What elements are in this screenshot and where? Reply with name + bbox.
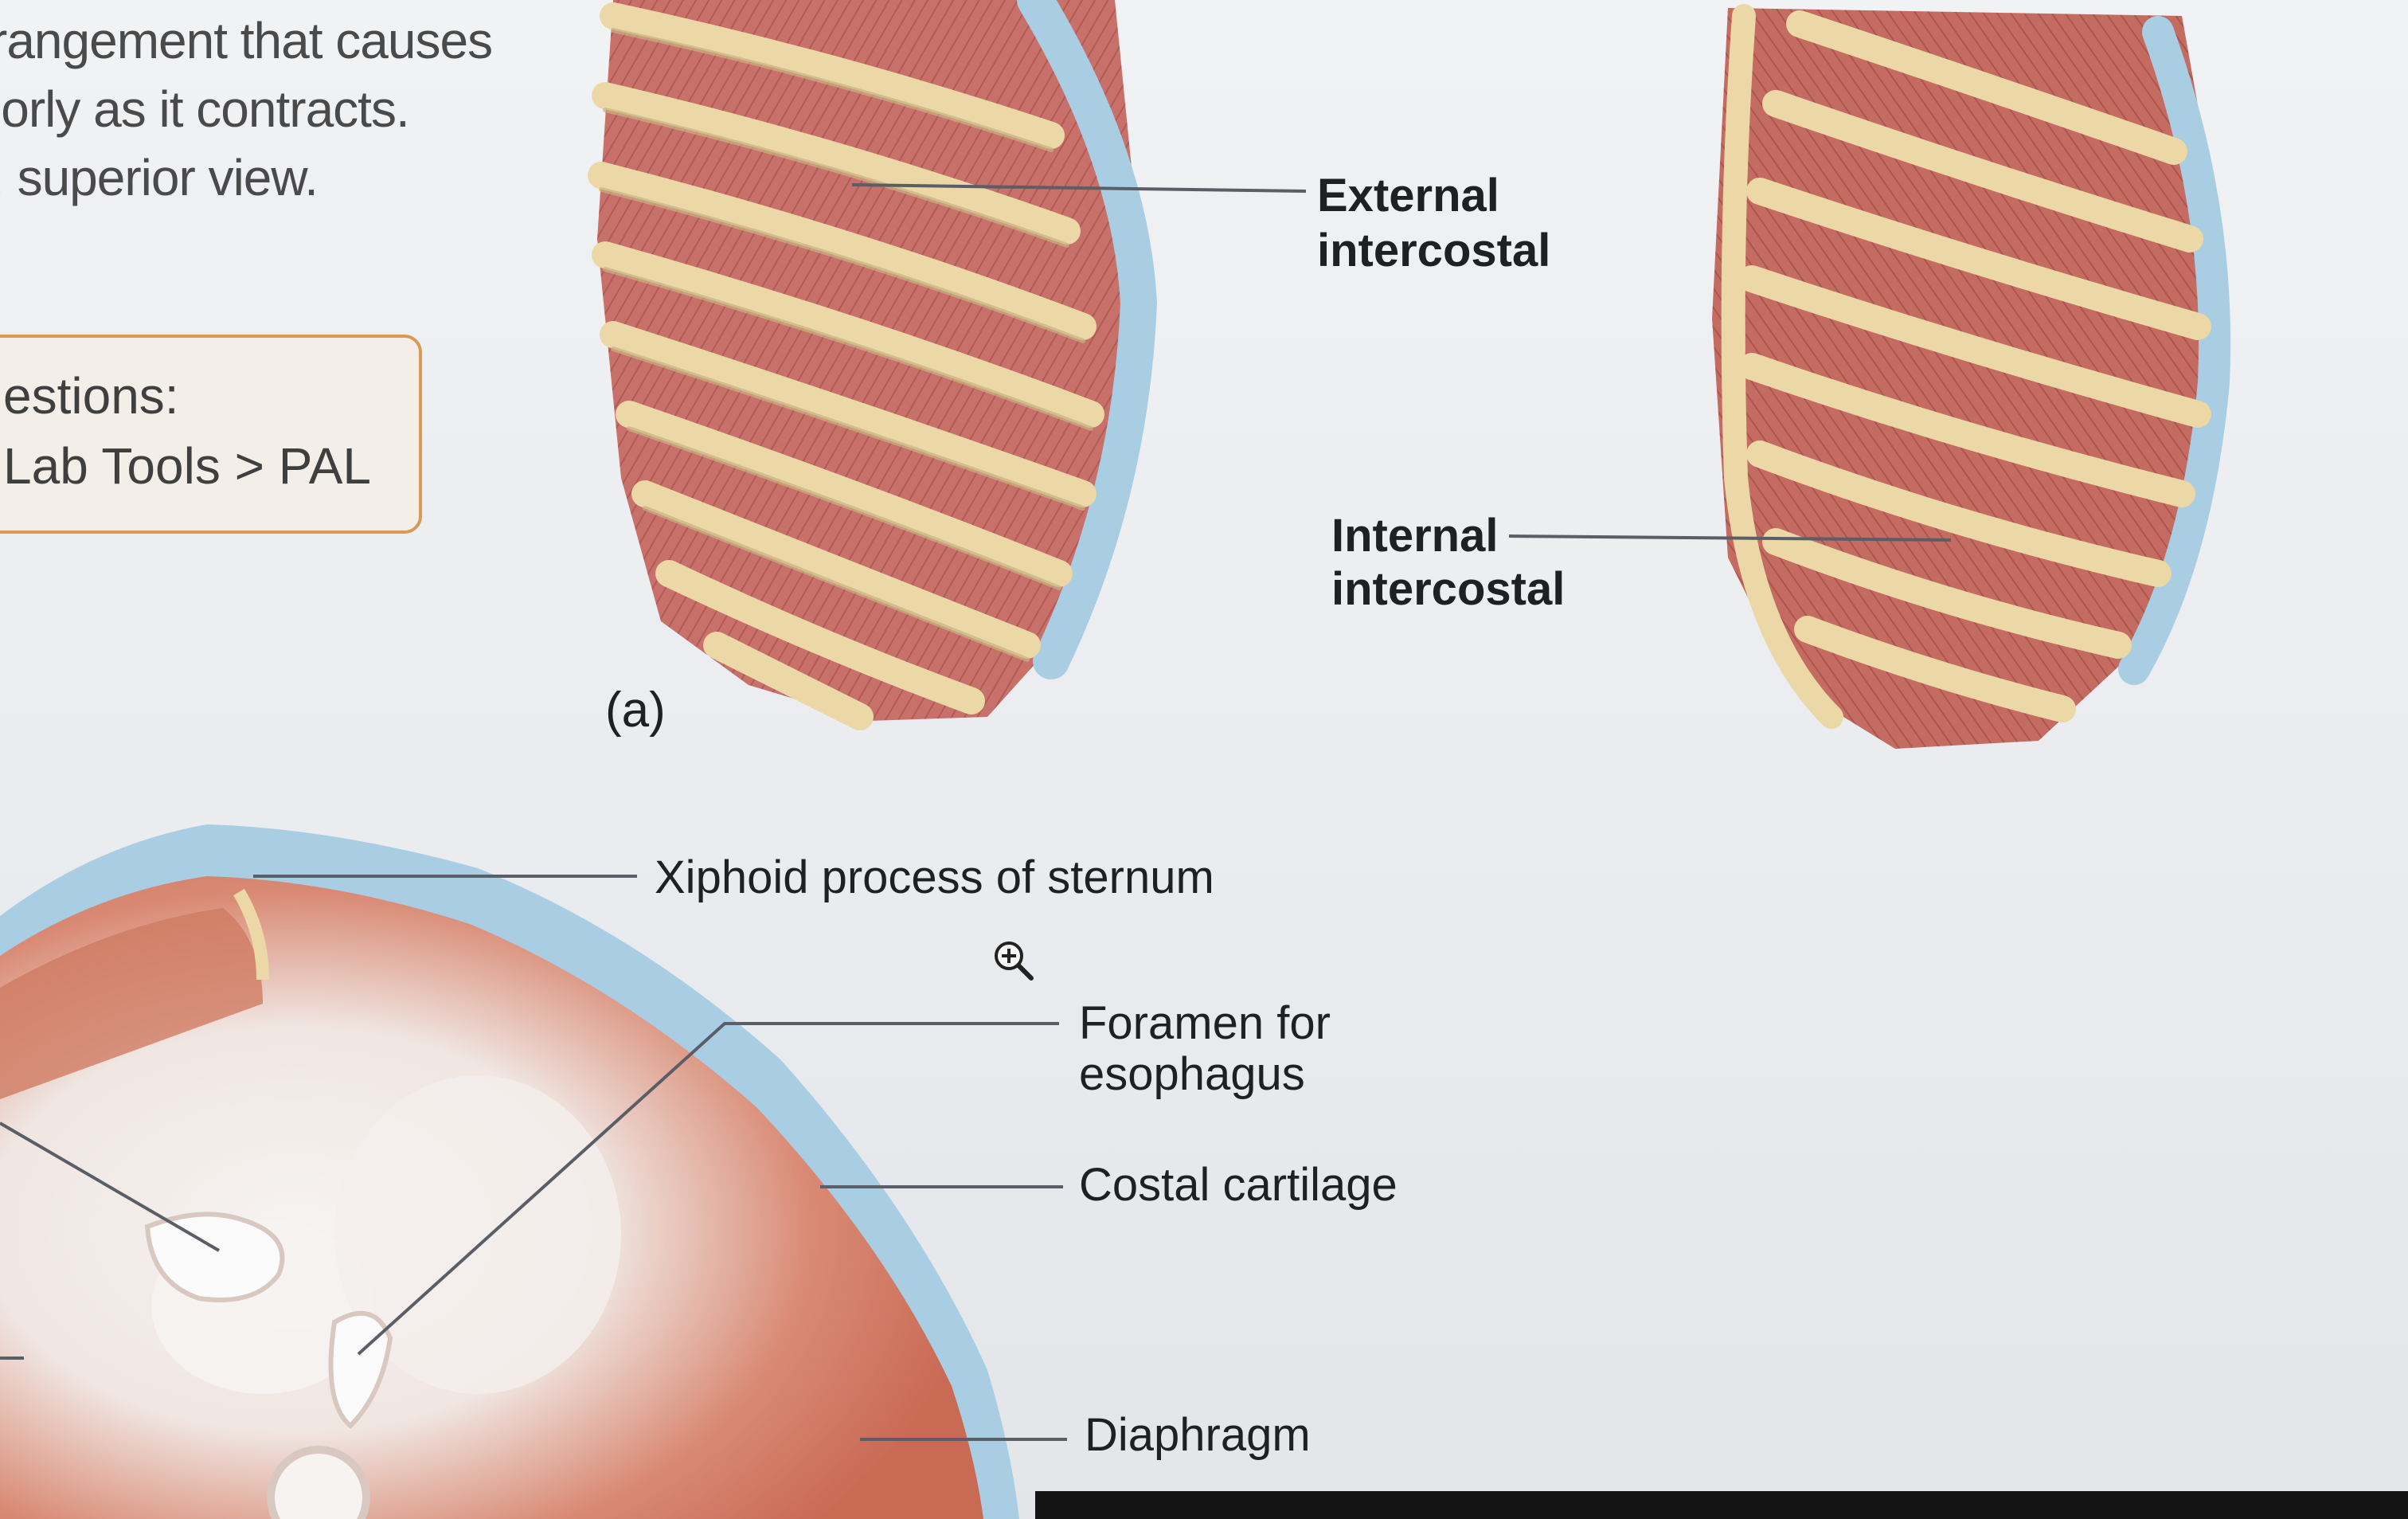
label-external-line2: intercostal bbox=[1317, 225, 1551, 276]
label-foramen-line2: esophagus bbox=[1079, 1048, 1305, 1100]
label-external-line1: External bbox=[1317, 170, 1499, 221]
label-diaphragm: Diaphragm bbox=[1085, 1409, 1311, 1461]
leader-lines bbox=[0, 183, 1952, 1441]
zoom-in-icon[interactable] bbox=[991, 938, 1036, 983]
lab-tools-link[interactable]: Lab Tools > PAL bbox=[3, 437, 371, 495]
label-costal-cartilage: Costal cartilage bbox=[1079, 1159, 1398, 1211]
label-internal-line2: intercostal bbox=[1331, 563, 1566, 615]
panel-label-a: (a) bbox=[605, 683, 666, 738]
body-text-line-3: , superior view. bbox=[0, 149, 319, 206]
label-xiphoid: Xiphoid process of sternum bbox=[655, 852, 1214, 903]
body-text-line-1: rangement that causes bbox=[0, 12, 493, 69]
rib-cage-right bbox=[1712, 4, 2231, 749]
label-foramen-line1: Foramen for bbox=[1079, 997, 1331, 1049]
rib-cage-left bbox=[588, 0, 1158, 730]
questions-callout: estions: Lab Tools > PAL bbox=[0, 335, 422, 534]
diaphragm-figure bbox=[0, 824, 1019, 1519]
callout-heading: estions: bbox=[3, 367, 179, 425]
body-text-line-2: iorly as it contracts. bbox=[0, 80, 410, 138]
screen-bezel-edge bbox=[1035, 1491, 2408, 1519]
label-internal-line1: Internal bbox=[1331, 510, 1499, 562]
